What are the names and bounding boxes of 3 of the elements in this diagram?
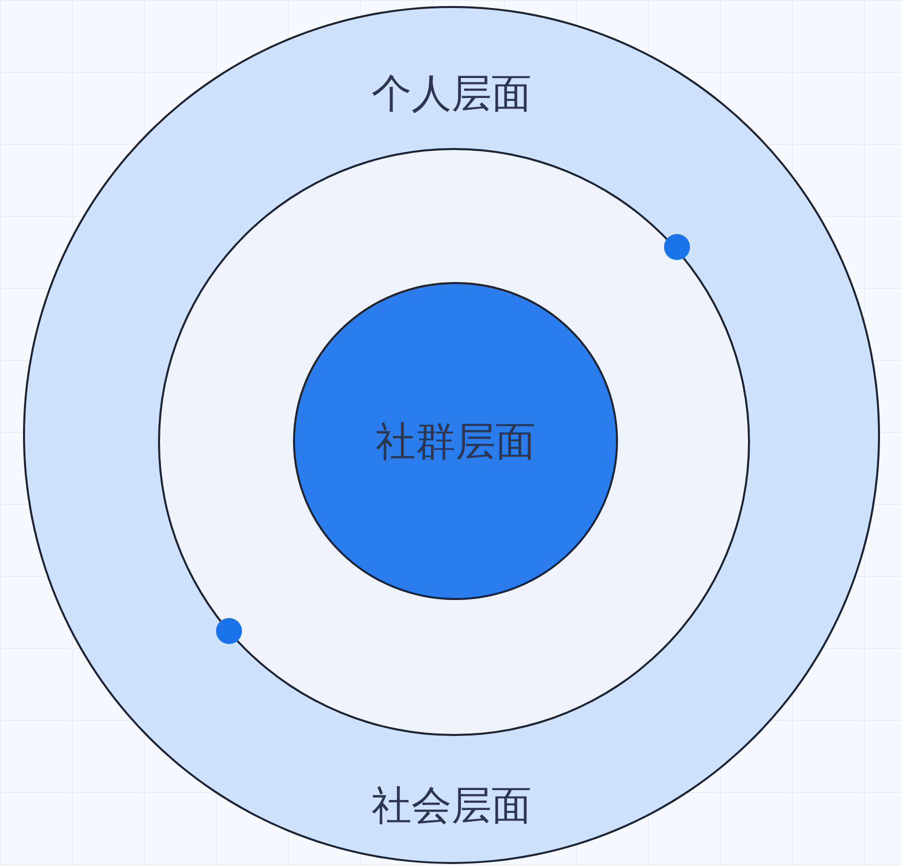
layer-label: 个人层面 <box>372 70 532 118</box>
layer-label: 社会层面 <box>372 782 532 830</box>
layer-label: 社群层面 <box>376 418 536 466</box>
